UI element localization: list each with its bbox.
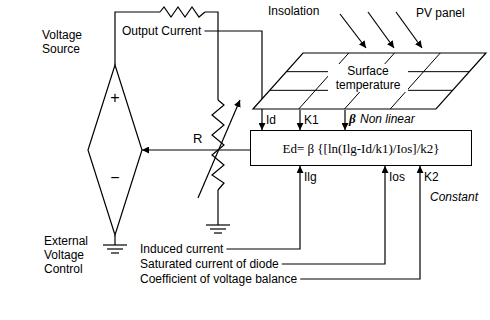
pv-panel: PV panelSurface temperature [248,52,488,110]
connector-arrow [142,149,250,150]
ground-symbol [103,244,127,245]
wire [205,12,218,100]
note-label: Non linear [360,112,415,126]
current-label: Output Current [122,24,201,38]
minus-sign: − [88,169,142,187]
source-diamond [88,65,142,235]
formula-box: Ed= β {[ln(Ilg-Id/k1)/Ios]/k2} [250,130,472,166]
ground-symbol [111,252,119,253]
ground-symbol [206,224,230,225]
source-heading: Voltage Source [42,28,94,56]
insolation-arrow [368,12,394,48]
ground-symbol [214,232,222,233]
wire [217,190,218,225]
note-label: Constant [430,190,478,204]
panel-text: Surface temperature [328,64,408,92]
edge-label: β [349,112,356,126]
description-label: Induced current [140,242,223,256]
ground-symbol [210,228,226,229]
variable-resistor-symbol [212,100,224,190]
control-label: External Voltage Control [44,234,100,276]
description-label: Saturated current of diode [140,257,279,271]
plus-sign: + [88,89,142,107]
ground-symbol [107,248,123,249]
panel-parallelogram [253,53,486,109]
input-label: Insolation [268,4,319,18]
connector-arrow [344,110,345,130]
dependent-voltage-source: Voltage Source+− [88,65,142,235]
signal-arrow [226,166,300,249]
panel-heading: PV panel [416,6,465,20]
description-label: Coefficient of voltage balance [140,272,297,286]
edge-label: K1 [304,113,319,127]
component-label: R [193,131,202,146]
formula-text: Ed= β {[ln(Ilg-Id/k1)/Ios]/k2} [282,141,439,156]
signal-arrow [282,166,385,264]
top-wire [115,12,160,65]
signal-name: Ilg [304,170,317,184]
insolation-arrow [340,14,366,48]
connector-arrow [299,110,300,130]
signal-arrow [300,166,420,279]
signal-name: Id [266,113,276,127]
signal-name: Ios [389,170,405,184]
signal-name: K2 [424,170,439,184]
variable-resistor-arrow [198,100,240,198]
signal-arrow [204,31,262,130]
resistor-symbol [160,7,205,17]
